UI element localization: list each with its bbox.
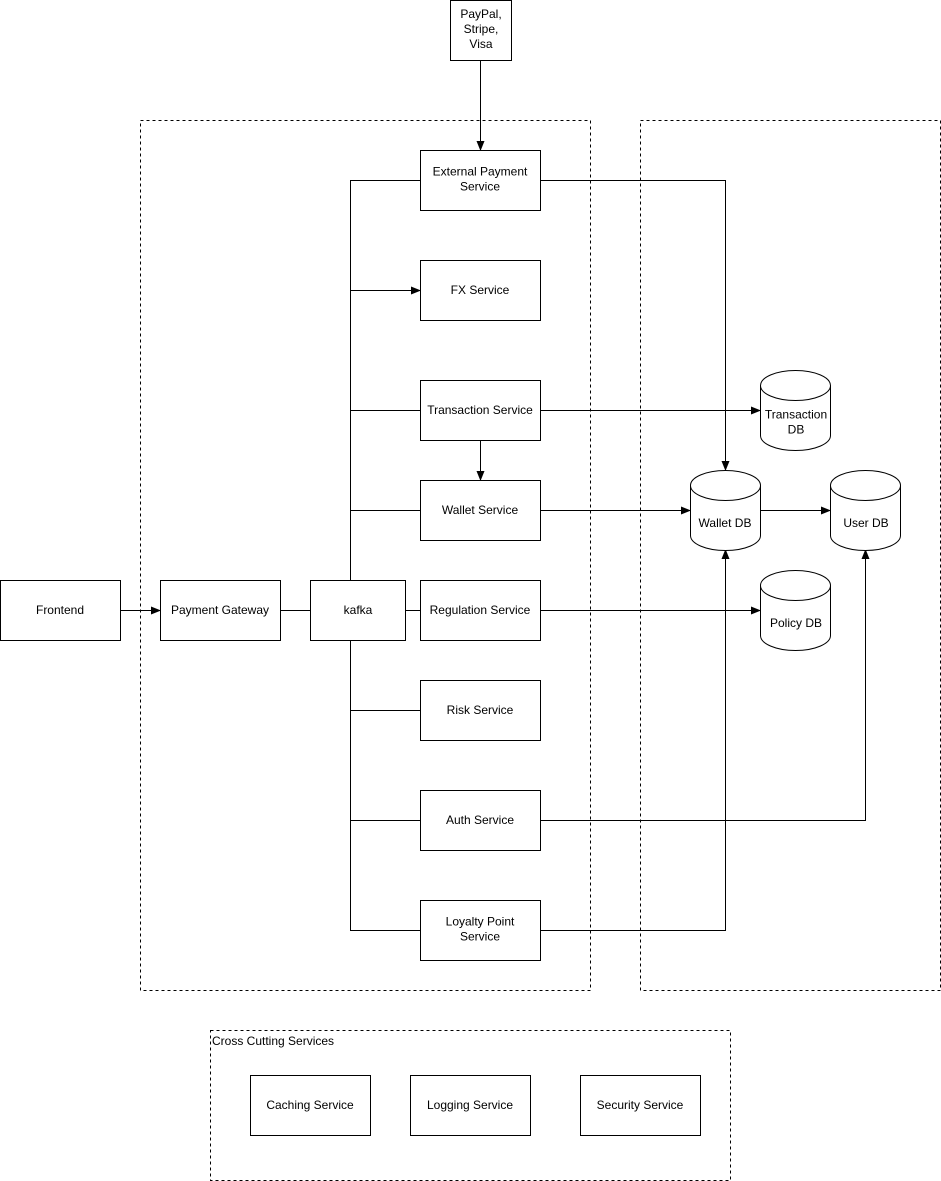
edges — [120, 60, 870, 931]
node-fx-service-label: FX Service — [451, 283, 510, 297]
cross-cutting-title: Cross Cutting Services — [212, 1034, 334, 1048]
edge-kafka-bus-up — [350, 180, 420, 580]
db-wallet[interactable]: Wallet DB — [690, 470, 761, 551]
node-frontend-label: Frontend — [36, 603, 84, 617]
node-caching-service-label: Caching Service — [266, 1098, 354, 1112]
node-logging-service-label: Logging Service — [427, 1098, 513, 1112]
node-caching-service[interactable]: Caching Service — [250, 1075, 371, 1136]
node-kafka-label: kafka — [344, 603, 373, 617]
node-regulation-service[interactable]: Regulation Service — [420, 580, 541, 641]
databases-group — [640, 120, 941, 991]
node-auth-service-label: Auth Service — [446, 813, 514, 827]
db-user-label: User DB — [843, 516, 888, 530]
node-payment-gateway[interactable]: Payment Gateway — [160, 580, 281, 641]
node-wallet-service-label: Wallet Service — [442, 503, 519, 517]
node-wallet-service[interactable]: Wallet Service — [420, 480, 541, 541]
edge-loyalty-to-wallet-db — [540, 549, 730, 931]
db-policy-label: Policy DB — [770, 616, 822, 630]
node-security-service[interactable]: Security Service — [580, 1075, 701, 1136]
node-risk-service[interactable]: Risk Service — [420, 680, 541, 741]
edge-auth-to-user-db — [540, 549, 870, 821]
node-payment-gateway-label: Payment Gateway — [171, 603, 269, 617]
node-risk-service-label: Risk Service — [447, 703, 514, 717]
node-security-service-label: Security Service — [597, 1098, 684, 1112]
node-transaction-service[interactable]: Transaction Service — [420, 380, 541, 441]
edge-kafka-bus-down — [350, 640, 420, 931]
services-group — [140, 120, 591, 991]
node-paypal[interactable]: PayPal,Stripe,Visa — [450, 0, 512, 61]
node-regulation-service-label: Regulation Service — [430, 603, 531, 617]
node-auth-service[interactable]: Auth Service — [420, 790, 541, 851]
db-policy[interactable]: Policy DB — [760, 570, 831, 651]
edge-external-payment-to-wallet-db — [540, 180, 730, 471]
node-paypal-label: PayPal,Stripe,Visa — [460, 7, 501, 51]
node-frontend[interactable]: Frontend — [0, 580, 121, 641]
db-wallet-label: Wallet DB — [699, 516, 752, 530]
node-logging-service[interactable]: Logging Service — [410, 1075, 531, 1136]
db-user[interactable]: User DB — [830, 470, 901, 551]
node-transaction-service-label: Transaction Service — [427, 403, 533, 417]
node-kafka[interactable]: kafka — [310, 580, 406, 641]
node-fx-service[interactable]: FX Service — [420, 260, 541, 321]
